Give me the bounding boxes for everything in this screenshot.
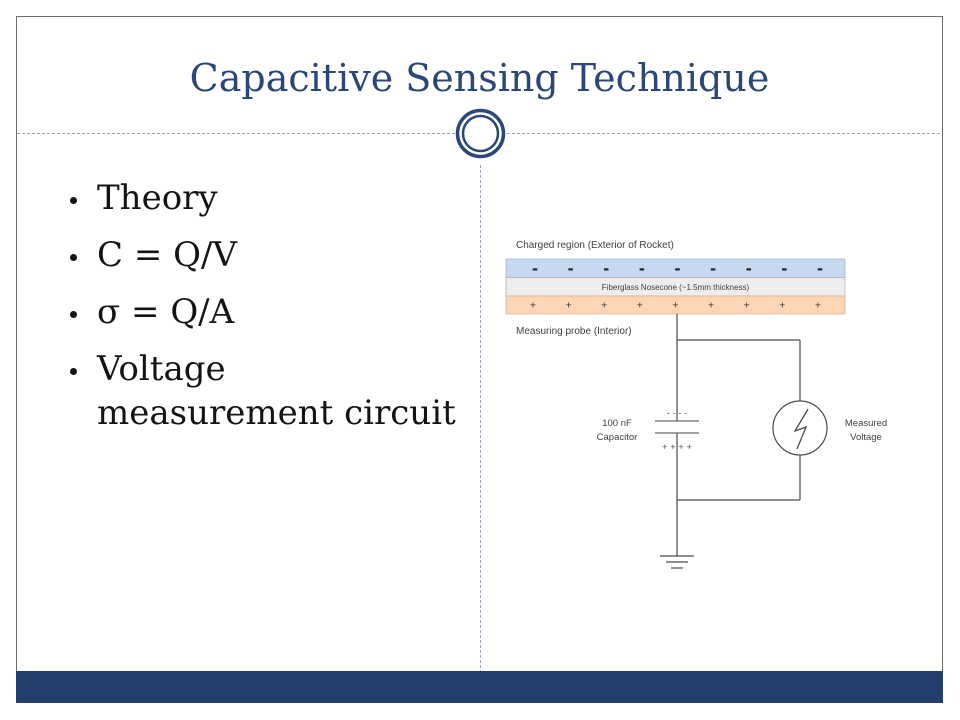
- negative-charge-sign: -: [675, 258, 681, 278]
- positive-charge-sign: +: [744, 300, 750, 312]
- positive-charge-sign: +: [779, 300, 785, 312]
- interior-charge-row: + + + + + + + + +: [530, 300, 821, 312]
- positive-charge-sign: +: [637, 300, 643, 312]
- bullet-dot: [69, 311, 77, 318]
- voltmeter-circle: [772, 400, 828, 456]
- interior-charge-band: [505, 295, 846, 315]
- positive-charge-sign: +: [708, 300, 714, 312]
- negative-charge-sign: -: [746, 258, 752, 278]
- footer-bar: [16, 671, 943, 703]
- capacitor-value-label: 100 nF: [602, 418, 632, 429]
- bullet-charge-density-formula: σ = Q/A: [62, 290, 472, 334]
- bullet-text: Voltage measurement circuit: [97, 349, 456, 433]
- meter-label-line1: Measured: [845, 418, 887, 429]
- nosecone-label: Fiberglass Nosecone (~1.5mm thickness): [602, 283, 750, 292]
- negative-charge-sign: -: [639, 258, 645, 278]
- negative-charge-sign: -: [532, 258, 538, 278]
- capacitive-sensing-diagram: Charged region (Exterior of Rocket) Fibe…: [505, 240, 887, 569]
- negative-charge-sign: -: [817, 258, 823, 278]
- bullet-theory: Theory: [62, 176, 472, 220]
- exterior-charge-row: ---------: [532, 258, 823, 278]
- positive-charge-sign: +: [672, 300, 678, 312]
- probe-label: Measuring probe (Interior): [516, 326, 632, 337]
- negative-charge-sign: -: [603, 258, 609, 278]
- slide-title: Capacitive Sensing Technique: [189, 56, 770, 100]
- ornament-inner-ring: [461, 114, 500, 153]
- capacitor-negative-charges: - - - -: [667, 408, 688, 419]
- exterior-region-label: Charged region (Exterior of Rocket): [516, 240, 674, 251]
- bullet-list: Theory C = Q/V σ = Q/A Voltage measureme…: [62, 176, 472, 448]
- negative-charge-sign: -: [568, 258, 574, 278]
- bullet-text: σ = Q/A: [97, 292, 235, 332]
- meter-label-line2: Voltage: [850, 432, 882, 443]
- ground-symbol-icon: [660, 555, 694, 569]
- bullet-dot: [69, 368, 77, 375]
- positive-charge-sign: +: [601, 300, 607, 312]
- bullet-dot: [69, 197, 77, 204]
- circuit-wires: [676, 314, 801, 556]
- bullet-dot: [69, 254, 77, 261]
- bullet-voltage-circuit: Voltage measurement circuit: [62, 347, 472, 435]
- bullet-capacitance-formula: C = Q/V: [62, 233, 472, 277]
- voltmeter-icon: [772, 400, 828, 456]
- capacitor-positive-charges: + + + +: [662, 442, 693, 453]
- negative-charge-sign: -: [710, 258, 716, 278]
- voltmeter-zigzag: [793, 408, 809, 450]
- positive-charge-sign: +: [566, 300, 572, 312]
- positive-charge-sign: +: [530, 300, 536, 312]
- bullet-text: Theory: [97, 178, 218, 218]
- capacitor-label: Capacitor: [597, 432, 638, 443]
- negative-charge-sign: -: [781, 258, 787, 278]
- bullet-text: C = Q/V: [97, 235, 238, 275]
- divider-ornament-icon: [455, 108, 506, 159]
- positive-charge-sign: +: [815, 300, 821, 312]
